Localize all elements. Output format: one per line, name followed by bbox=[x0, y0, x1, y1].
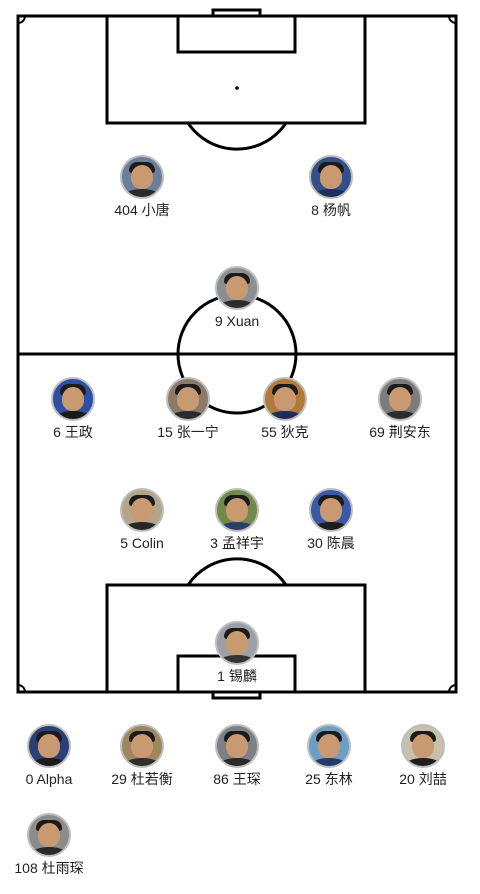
player-avatar bbox=[51, 377, 95, 421]
football-pitch bbox=[16, 8, 458, 700]
substitute-card[interactable]: 0 Alpha bbox=[0, 724, 104, 788]
substitute-card[interactable]: 108 杜雨琛 bbox=[0, 813, 104, 877]
top-goal bbox=[211, 8, 262, 18]
player-label: 6 王政 bbox=[53, 424, 93, 440]
substitute-card[interactable]: 20 刘喆 bbox=[368, 724, 478, 788]
player-card[interactable]: 6 王政 bbox=[18, 377, 128, 441]
player-avatar bbox=[27, 813, 71, 857]
player-card[interactable]: 8 杨帆 bbox=[276, 155, 386, 219]
player-avatar bbox=[401, 724, 445, 768]
corner-arc bbox=[17, 684, 26, 693]
player-label: 404 小唐 bbox=[114, 202, 170, 218]
player-avatar bbox=[309, 488, 353, 532]
player-avatar bbox=[166, 377, 210, 421]
player-avatar bbox=[215, 621, 259, 665]
player-avatar bbox=[307, 724, 351, 768]
player-label: 69 荆安东 bbox=[369, 424, 431, 440]
player-avatar bbox=[215, 266, 259, 310]
player-label: 15 张一宁 bbox=[157, 424, 219, 440]
player-label: 29 杜若衡 bbox=[111, 771, 173, 787]
player-avatar bbox=[263, 377, 307, 421]
player-card[interactable]: 5 Colin bbox=[87, 488, 197, 552]
player-avatar bbox=[120, 488, 164, 532]
player-label: 3 孟祥宇 bbox=[210, 535, 264, 551]
player-card[interactable]: 15 张一宁 bbox=[133, 377, 243, 441]
corner-arc bbox=[17, 15, 26, 24]
player-avatar bbox=[309, 155, 353, 199]
player-label: 9 Xuan bbox=[214, 313, 260, 329]
player-avatar bbox=[215, 488, 259, 532]
player-card[interactable]: 404 小唐 bbox=[87, 155, 197, 219]
player-label: 86 王琛 bbox=[213, 771, 261, 787]
player-card[interactable]: 1 锡麟 bbox=[182, 621, 292, 685]
top-penalty-arc bbox=[186, 122, 288, 151]
player-label: 30 陈晨 bbox=[307, 535, 355, 551]
player-label: 25 东林 bbox=[305, 771, 353, 787]
player-label: 8 杨帆 bbox=[311, 202, 351, 218]
player-card[interactable]: 3 孟祥宇 bbox=[182, 488, 292, 552]
player-label: 20 刘喆 bbox=[399, 771, 447, 787]
player-label: 1 锡麟 bbox=[217, 668, 257, 684]
player-card[interactable]: 30 陈晨 bbox=[276, 488, 386, 552]
player-avatar bbox=[378, 377, 422, 421]
substitute-card[interactable]: 25 东林 bbox=[274, 724, 384, 788]
player-label: 0 Alpha bbox=[25, 771, 73, 787]
player-label: 5 Colin bbox=[120, 535, 164, 551]
player-avatar bbox=[215, 724, 259, 768]
player-card[interactable]: 69 荆安东 bbox=[345, 377, 455, 441]
player-label: 108 杜雨琛 bbox=[14, 860, 84, 876]
substitute-card[interactable]: 86 王琛 bbox=[182, 724, 292, 788]
bottom-penalty-arc bbox=[186, 557, 288, 586]
corner-arc bbox=[448, 15, 457, 24]
player-avatar bbox=[120, 155, 164, 199]
player-avatar bbox=[27, 724, 71, 768]
player-card[interactable]: 55 狄克 bbox=[230, 377, 340, 441]
top-penalty-spot bbox=[235, 86, 239, 90]
player-card[interactable]: 9 Xuan bbox=[182, 266, 292, 330]
player-avatar bbox=[120, 724, 164, 768]
corner-arc bbox=[448, 684, 457, 693]
player-label: 55 狄克 bbox=[261, 424, 309, 440]
substitute-card[interactable]: 29 杜若衡 bbox=[87, 724, 197, 788]
bottom-goal bbox=[211, 690, 262, 700]
